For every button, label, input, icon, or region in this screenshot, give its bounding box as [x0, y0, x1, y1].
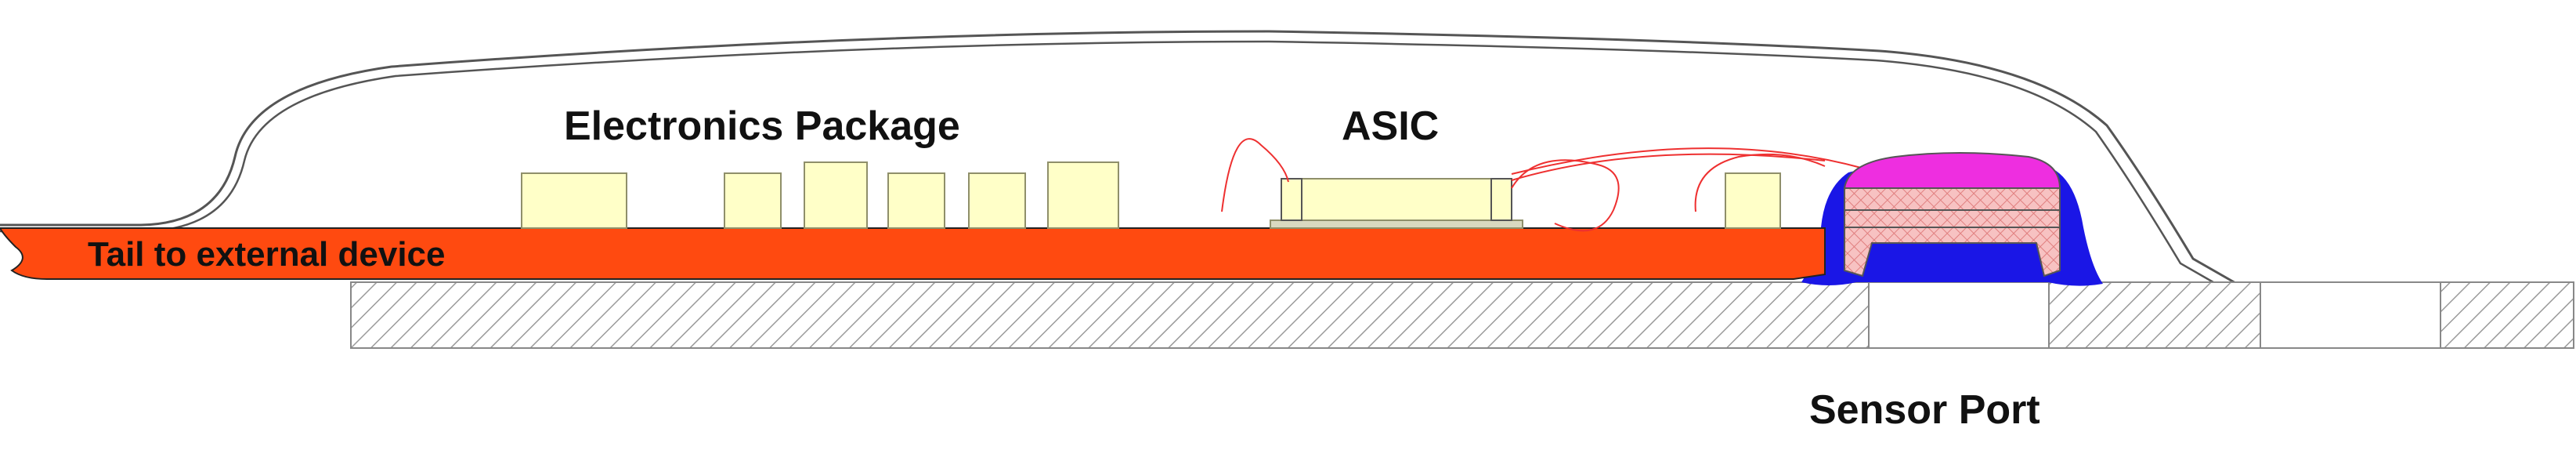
tail-label: Tail to external device: [88, 235, 445, 274]
asic-body: [1281, 178, 1512, 221]
substrate: [350, 281, 2574, 349]
port-opening: [2260, 281, 2441, 349]
component: [1725, 172, 1781, 229]
housing-outline: [0, 30, 2249, 296]
component: [968, 172, 1026, 229]
asic-pad-right: [1490, 178, 1512, 221]
component: [521, 172, 627, 229]
substrate-segment: [350, 281, 1870, 349]
electronics-package-label: Electronics Package: [564, 103, 960, 149]
sensor-element: [1843, 152, 2061, 278]
component: [724, 172, 782, 229]
electronics-components: [521, 161, 1781, 229]
tail-flex: [0, 227, 1826, 280]
component: [887, 172, 945, 229]
asic-chip: [1270, 178, 1523, 229]
substrate-segment: [2440, 281, 2574, 349]
sensor-cap: [1843, 152, 2061, 189]
asic-base: [1270, 219, 1523, 229]
component: [1047, 161, 1119, 229]
bond-wires: [1221, 138, 1865, 232]
sensor-port-opening: [1868, 281, 2050, 349]
asic-pad-left: [1281, 178, 1302, 221]
substrate-segment: [2048, 281, 2261, 349]
asic-label: ASIC: [1342, 103, 1439, 149]
component: [804, 161, 868, 229]
sensor-port-label: Sensor Port: [1809, 387, 2040, 433]
